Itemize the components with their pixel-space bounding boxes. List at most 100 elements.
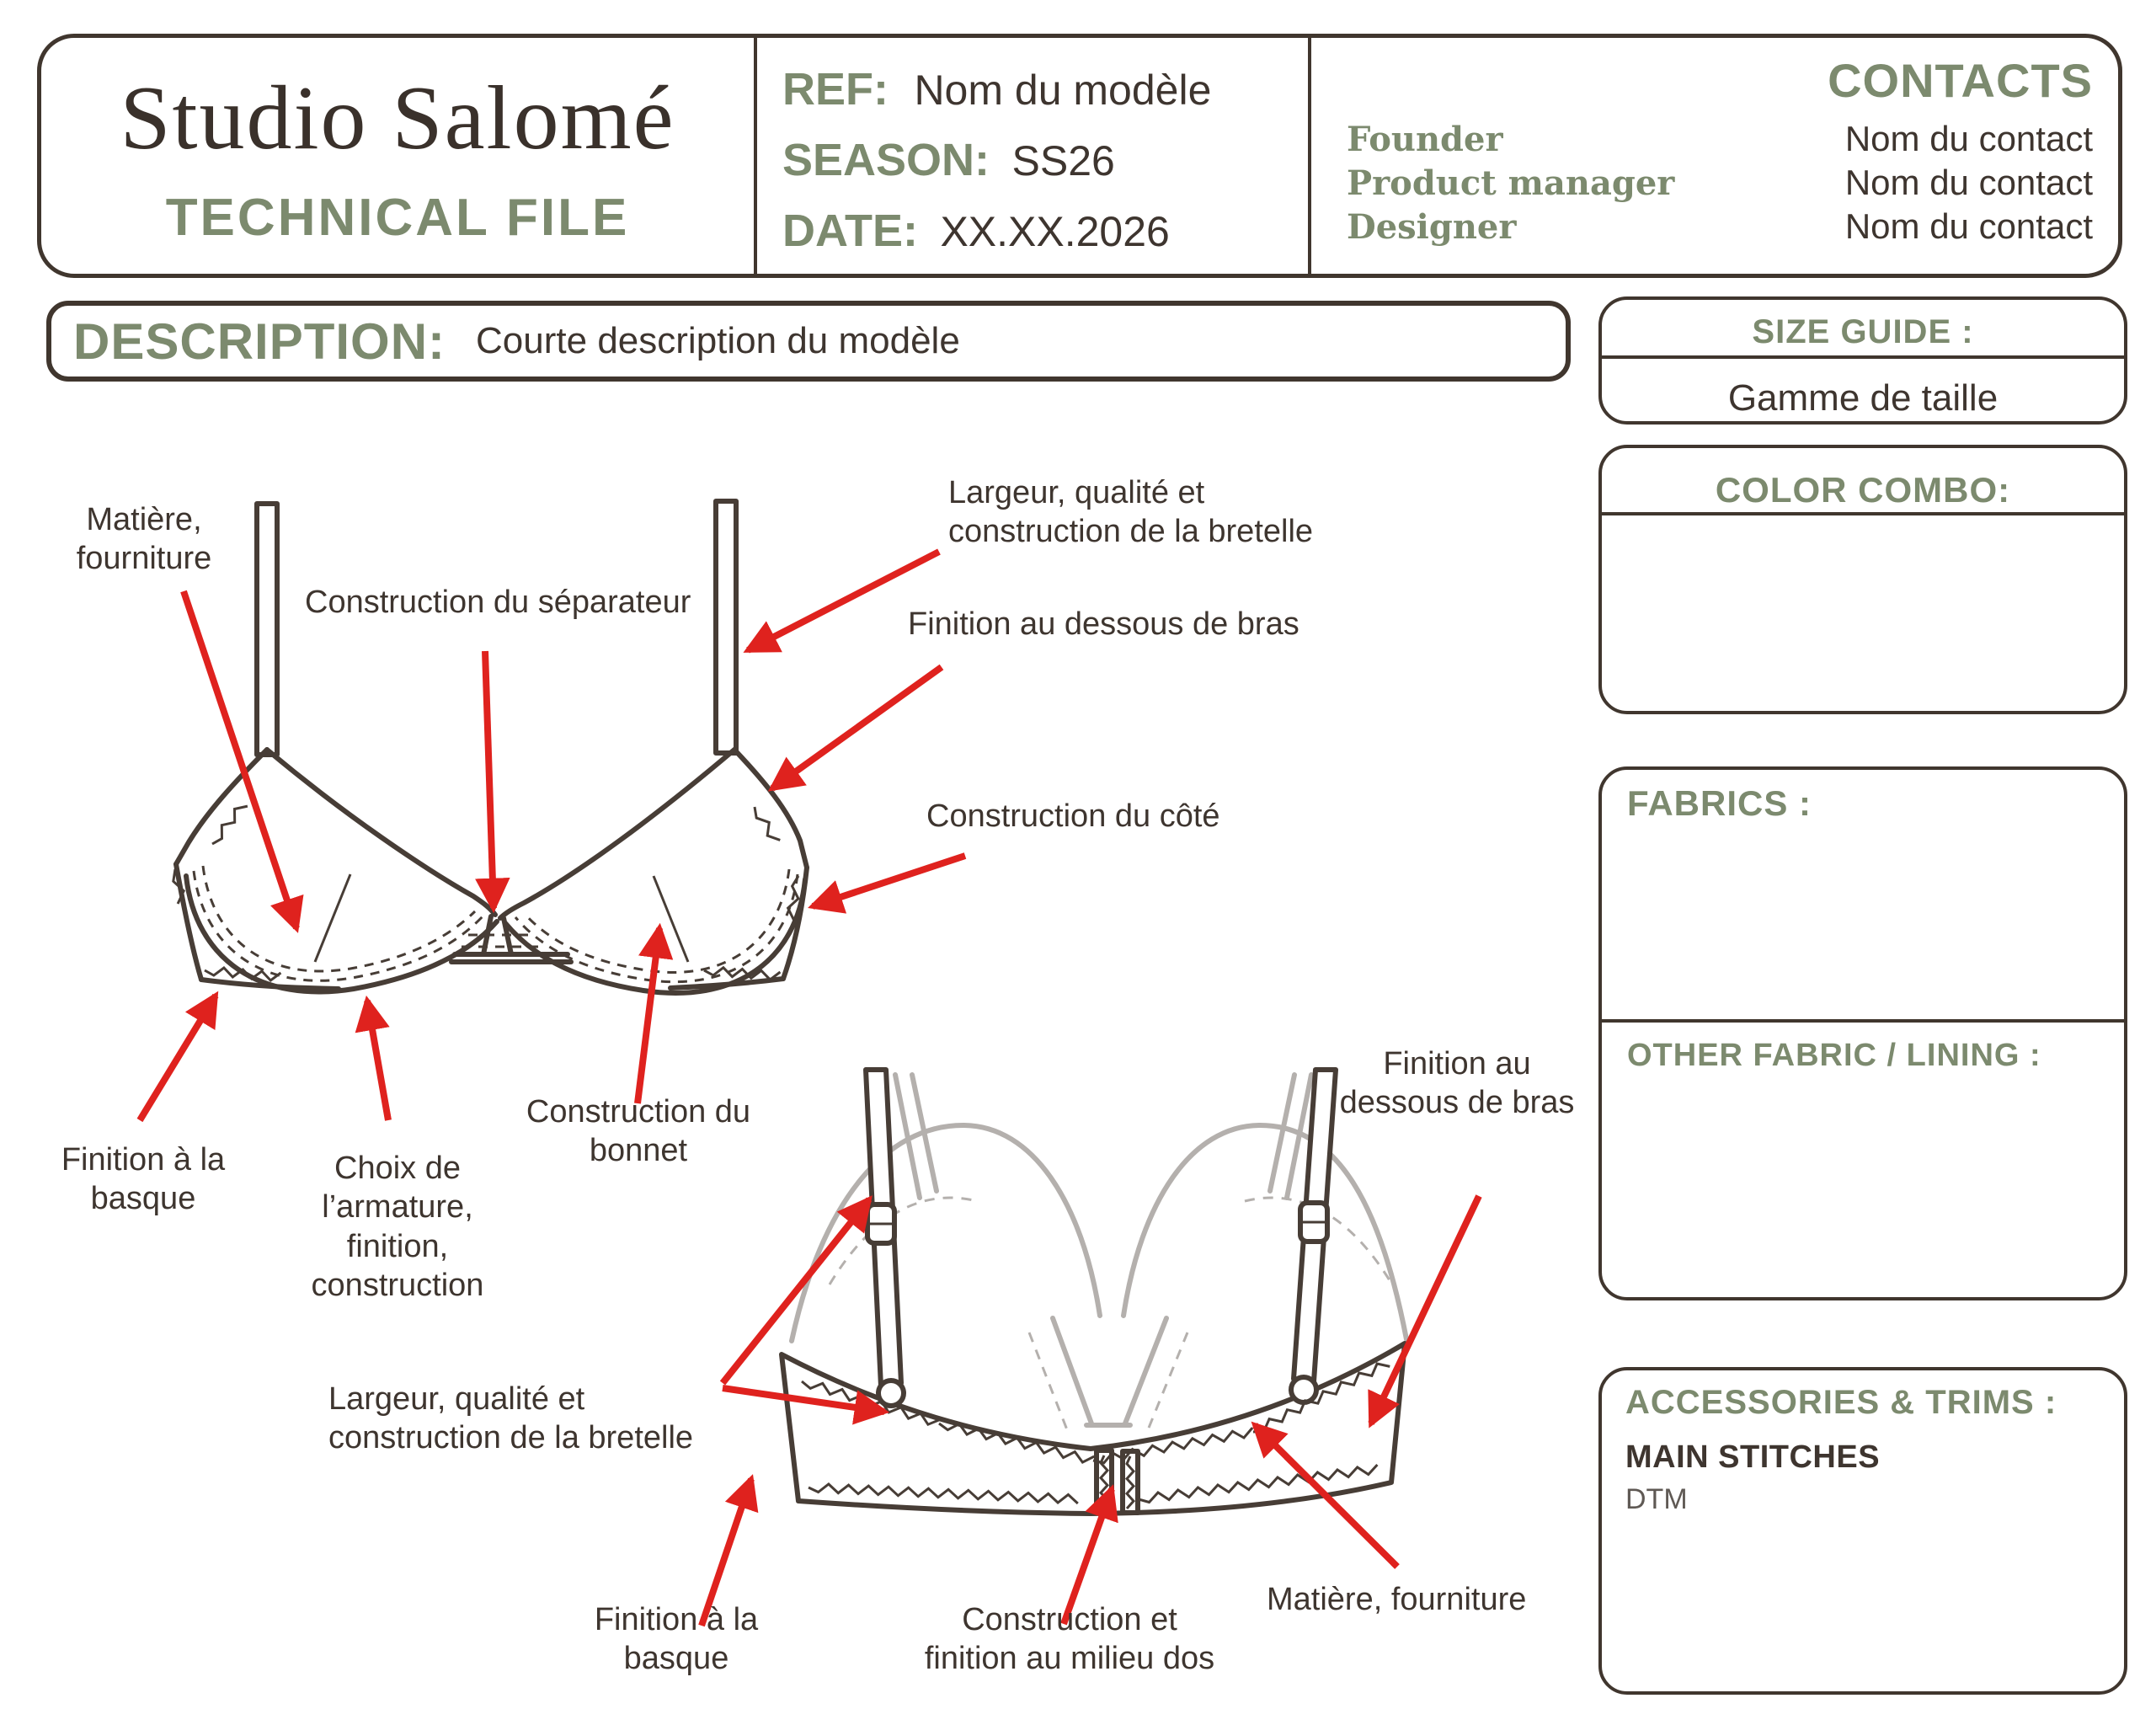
zigzag-stitch	[703, 965, 782, 982]
season-value: SS26	[1011, 137, 1115, 184]
main-stitches-label: MAIN STITCHES	[1625, 1439, 1881, 1475]
contact-role: Designer	[1347, 207, 1517, 247]
zigzag-stitch	[938, 1422, 1095, 1465]
date-label: DATE:	[782, 206, 918, 256]
arrow-front-matiere	[180, 590, 304, 933]
zigzag-stitch	[204, 966, 282, 982]
zigzag-stitch	[1138, 1463, 1379, 1504]
arrow-front-bretelle	[743, 548, 941, 654]
date-row: DATE: XX.XX.2026	[782, 205, 1170, 257]
description-bar: DESCRIPTION: Courte description du modèl…	[46, 301, 1571, 382]
size-guide-box: SIZE GUIDE : Gamme de taille	[1598, 296, 2127, 425]
description-label: DESCRIPTION:	[73, 312, 446, 370]
back-view-sketch	[779, 1067, 1409, 1516]
accessories-box: ACCESSORIES & TRIMS : MAIN STITCHES DTM	[1598, 1367, 2127, 1695]
label-back-milieu-dos: Construction et finition au milieu dos	[924, 1602, 1215, 1677]
front-left-strap	[254, 501, 280, 757]
back-band	[779, 1341, 1407, 1516]
back-ghost-right-strap	[1267, 1072, 1314, 1200]
front-left-underwire	[184, 873, 499, 995]
back-ghost-right-cup	[1121, 1122, 1409, 1342]
zigzag-stitch	[753, 806, 781, 841]
brand-logo: Studio Salomé	[120, 68, 675, 168]
size-guide-divider	[1602, 355, 2124, 359]
arrow-front-armature	[355, 995, 392, 1121]
arrow-front-cote	[808, 852, 967, 914]
contacts-title: CONTACTS	[1828, 54, 2093, 107]
zigzag-stitch	[1124, 1455, 1136, 1510]
front-left-underwire-stitch	[192, 870, 485, 982]
back-ghost-left-strap	[893, 1072, 939, 1200]
back-ghost-left-cup-stitch	[828, 1196, 978, 1285]
front-zigzag-stitching	[172, 804, 800, 982]
label-front-basque: Finition à la basque	[61, 1142, 226, 1217]
front-right-cup-outer-edge	[732, 747, 809, 870]
arrow-back-milieu-dos	[1060, 1484, 1118, 1626]
contact-row-founder: Founder Nom du contact	[1347, 119, 2093, 159]
arrow-front-dessous-bras	[767, 664, 944, 792]
front-right-underwire-stitch2	[522, 868, 791, 974]
ref-row: REF: Nom du modèle	[782, 63, 1211, 115]
season-row: SEASON: SS26	[782, 134, 1115, 186]
contact-name: Nom du contact	[1844, 119, 2093, 158]
color-combo-divider	[1602, 512, 2124, 515]
label-front-matiere: Matière, fourniture	[76, 502, 212, 577]
label-front-dessous-bras: Finition au dessous de bras	[908, 606, 1299, 642]
zigzag-stitch	[211, 804, 248, 846]
label-front-bonnet: Construction du bonnet	[526, 1094, 751, 1169]
arrow-front-separateur	[475, 650, 510, 914]
fabrics-divider	[1602, 1019, 2124, 1023]
label-front-cote: Construction du côté	[926, 798, 1220, 834]
arrow-front-bonnet	[634, 922, 674, 1104]
description-value: Courte description du modèle	[476, 320, 960, 361]
front-right-neckline	[498, 747, 737, 921]
arrow-back-basque	[698, 1474, 759, 1627]
doc-type-title: TECHNICAL FILE	[165, 189, 630, 247]
label-back-bretelle: Largeur, qualité et construction de la b…	[328, 1381, 694, 1456]
contact-name: Nom du contact	[1844, 206, 2093, 246]
arrow-back-matiere	[1251, 1421, 1400, 1569]
annotation-arrows	[136, 548, 1482, 1627]
ref-value: Nom du modèle	[914, 67, 1212, 114]
contact-role: Founder	[1347, 120, 1503, 159]
header-box: Studio Salomé TECHNICAL FILE REF: Nom du…	[37, 34, 2122, 278]
contact-role: Product manager	[1347, 163, 1675, 203]
zigzag-stitch	[1252, 1362, 1390, 1434]
fabrics-box: FABRICS : OTHER FABRIC / LINING :	[1598, 766, 2127, 1300]
color-combo-title: COLOR COMBO:	[1715, 470, 2011, 510]
front-right-cup-dart	[652, 875, 690, 963]
dtm-label: DTM	[1625, 1483, 1688, 1515]
back-ghost-gore	[1050, 1316, 1169, 1428]
header-divider-right	[1308, 38, 1311, 274]
label-front-armature: Choix de l’armature, finition, construct…	[311, 1151, 484, 1304]
label-front-separateur: Construction du séparateur	[305, 585, 691, 620]
header-divider-left	[754, 38, 757, 274]
contact-row-product-manager: Product manager Nom du contact	[1347, 163, 2093, 203]
size-guide-value: Gamme de taille	[1727, 377, 1999, 419]
front-right-strap	[713, 499, 739, 756]
arrow-front-basque	[136, 991, 219, 1123]
label-back-dessous-bras: Finition au dessous de bras	[1339, 1046, 1575, 1121]
arrow-back-bretelle-slider	[719, 1195, 873, 1386]
arrow-back-bretelle-ring	[722, 1385, 890, 1425]
back-right-strap-ring	[1289, 1375, 1319, 1405]
accessories-title: ACCESSORIES & TRIMS :	[1625, 1384, 2057, 1421]
contact-name: Nom du contact	[1844, 163, 2093, 202]
zigzag-stitch	[1092, 1427, 1254, 1465]
front-left-cup-outer-edge	[173, 747, 270, 867]
zigzag-stitch	[786, 875, 800, 921]
size-guide-title: SIZE GUIDE :	[1752, 313, 1974, 350]
date-value: XX.XX.2026	[940, 208, 1170, 255]
front-left-neckline	[264, 747, 498, 917]
front-left-underwire-stitch2	[201, 865, 477, 973]
front-left-side-edge	[173, 862, 204, 982]
back-ghost-left-cup	[789, 1122, 1102, 1343]
other-fabric-title: OTHER FABRIC / LINING :	[1627, 1038, 2041, 1073]
front-left-cup-dart	[313, 873, 352, 963]
label-back-basque: Finition à la basque	[594, 1602, 759, 1677]
label-back-matiere: Matière, fourniture	[1267, 1582, 1527, 1617]
fabrics-title: FABRICS :	[1627, 783, 1812, 823]
contact-row-designer: Designer Nom du contact	[1347, 206, 2093, 247]
